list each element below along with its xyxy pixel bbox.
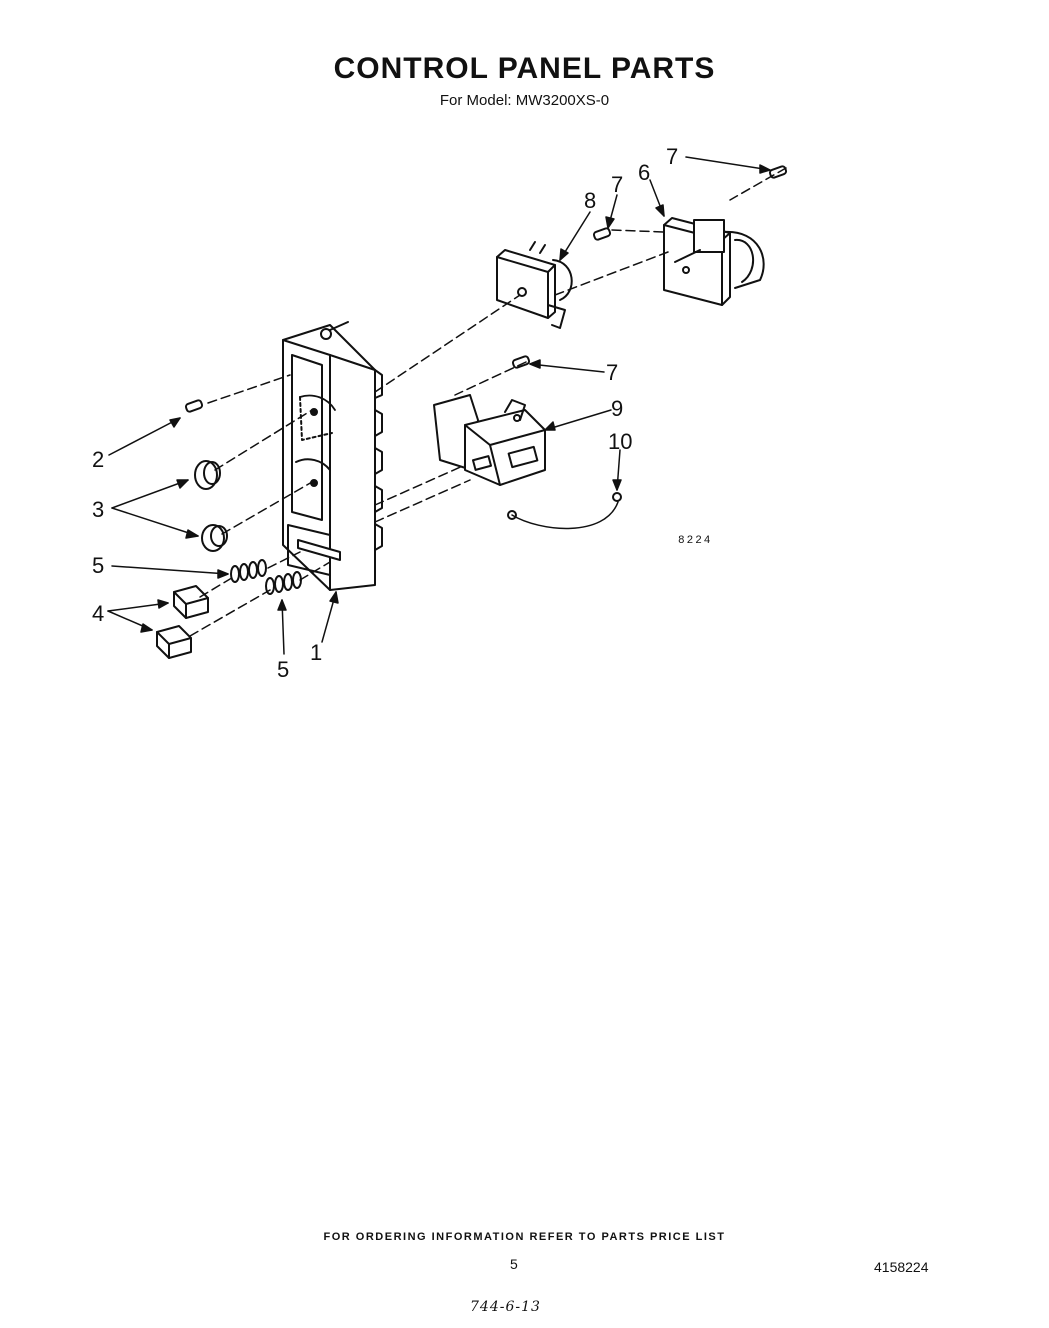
document-number: 4158224 [874, 1259, 929, 1275]
switch-bracket-part-9 [433, 394, 546, 486]
ordering-note: FOR ORDERING INFORMATION REFER TO PARTS … [323, 1231, 726, 1243]
page-number: 5 [510, 1256, 518, 1272]
screw-part-7-top [768, 165, 788, 179]
screw-part-7-lower [511, 355, 531, 369]
switch-assembly-part-6 [663, 217, 765, 306]
screw-part-7-middle [592, 227, 612, 241]
callout-label: 7 [606, 360, 618, 385]
callout-label: 7 [666, 144, 678, 169]
knob-part-3-upper [194, 460, 221, 490]
page-title: CONTROL PANEL PARTS [333, 52, 716, 85]
wire-part-10 [507, 492, 622, 530]
spring-part-5-lower [265, 571, 302, 595]
handwritten-note: 744-6-13 [470, 1299, 541, 1315]
timer-part-8 [496, 241, 573, 329]
control-panel-frame [282, 321, 383, 591]
callout-label: 6 [638, 160, 650, 185]
callout-label: 1 [310, 640, 322, 665]
knob-part-3-lower [201, 524, 228, 552]
callout-label: 2 [92, 447, 104, 472]
drawing-id: 8224 [678, 535, 712, 547]
callout-label: 7 [611, 172, 623, 197]
button-part-4-lower [156, 625, 192, 659]
callout-label: 4 [92, 601, 104, 626]
callout-label: 3 [92, 497, 104, 522]
callout-label: 10 [608, 429, 632, 454]
callout-label: 9 [611, 396, 623, 421]
spring-part-5-upper [230, 559, 267, 583]
screw-part-2 [184, 399, 204, 413]
callout-label: 5 [277, 657, 289, 682]
button-part-4-upper [173, 585, 209, 619]
callout-label: 5 [92, 553, 104, 578]
model-subtitle: For Model: MW3200XS-0 [439, 92, 610, 109]
callout-label: 8 [584, 188, 596, 213]
